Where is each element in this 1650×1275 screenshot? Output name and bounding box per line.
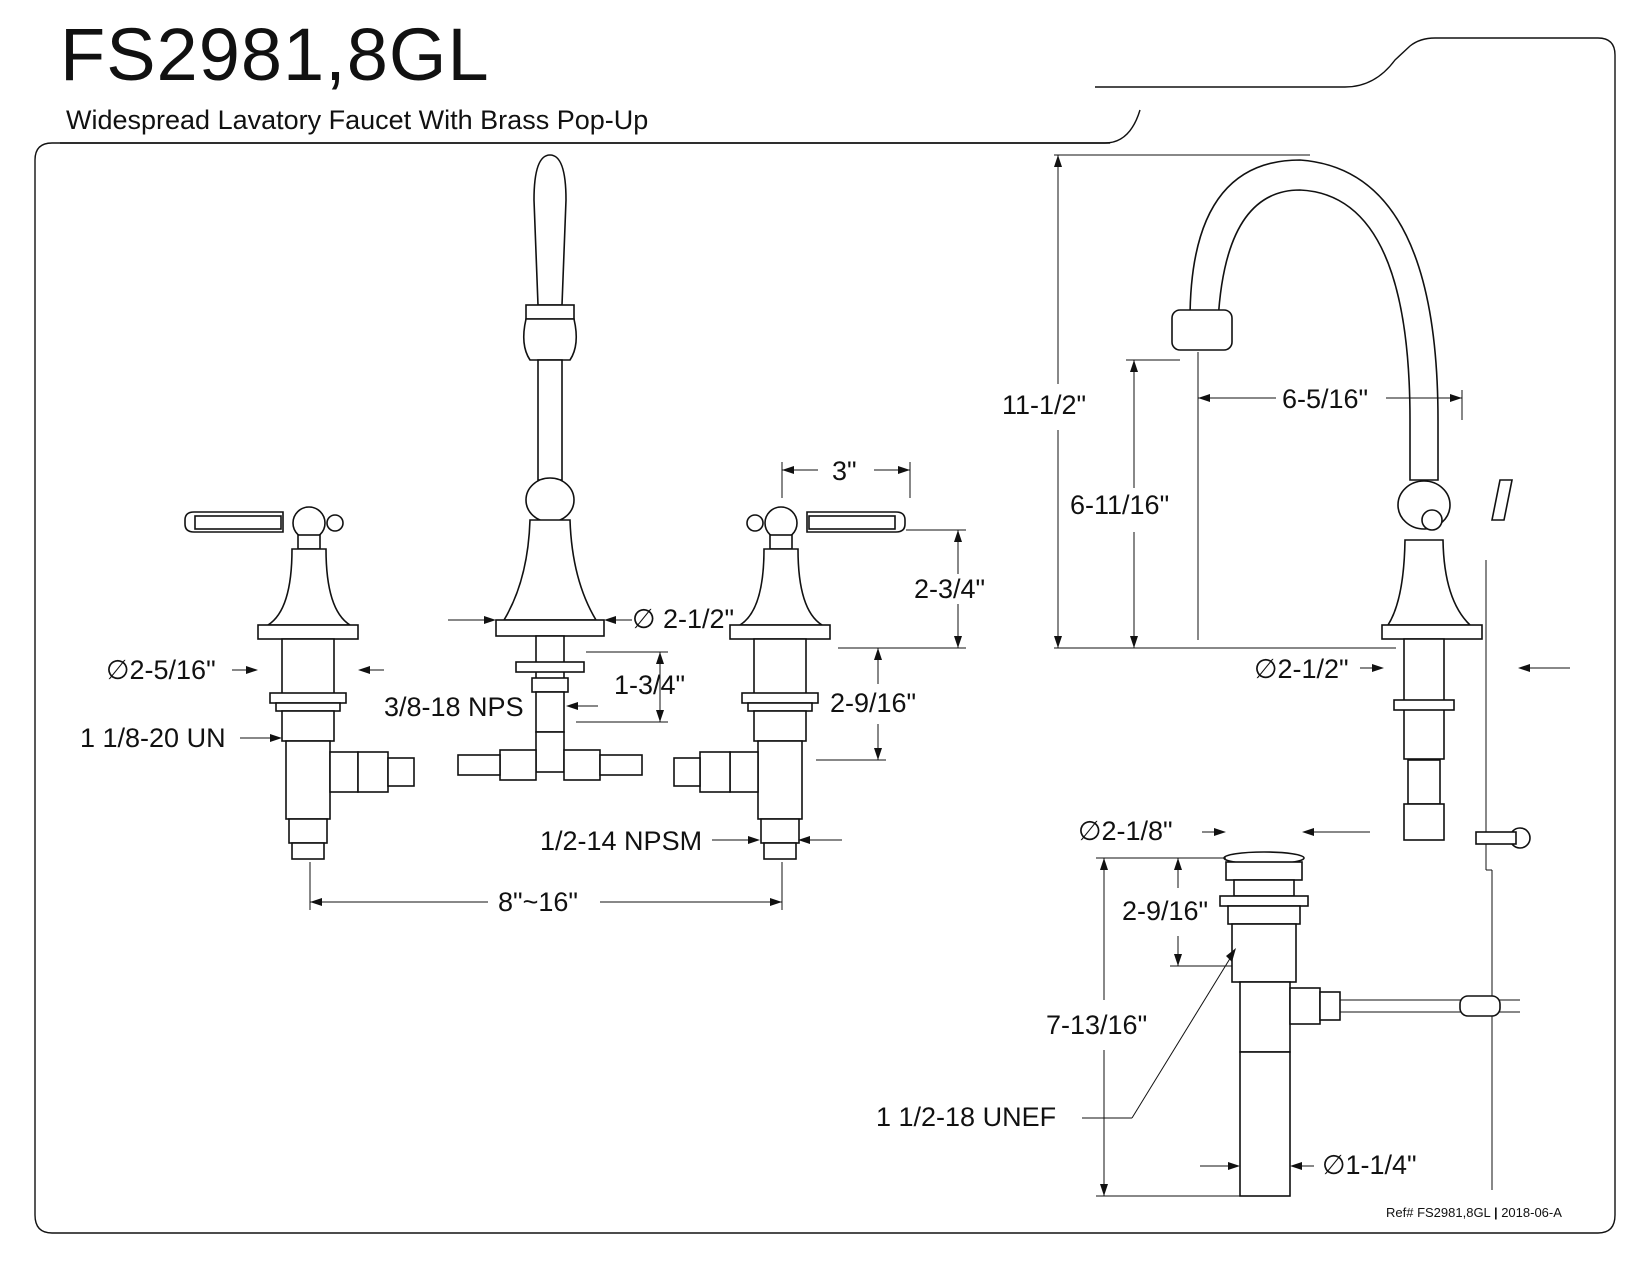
dim-side-flange-dia: ∅2-1/2" xyxy=(1254,654,1349,684)
dim-center-spread: 8"~16" xyxy=(498,887,578,917)
dim-handle-width: 3" xyxy=(832,456,857,486)
dim-overall-height: 11-1/2" xyxy=(1002,390,1087,420)
ref-separator: | xyxy=(1493,1205,1498,1220)
dim-drain-flange-dia: ∅2-1/8" xyxy=(1078,816,1173,846)
dim-handle-flange-dia: ∅2-5/16" xyxy=(106,655,216,685)
dim-drain-total-length: 7-13/16" xyxy=(1046,1010,1148,1040)
dim-tailpiece-dia: ∅1-1/4" xyxy=(1322,1150,1417,1180)
dim-spout-shank-length: 1-3/4" xyxy=(614,670,686,700)
dim-drain-top-length: 2-9/16" xyxy=(1122,896,1209,926)
ref-number: Ref# FS2981,8GL xyxy=(1386,1205,1491,1220)
reference-footer: Ref# FS2981,8GL | 2018-06-A xyxy=(1386,1206,1562,1219)
page-frame xyxy=(34,37,1616,1234)
side-view-faucet xyxy=(1171,159,1531,1190)
dim-spout-reach: 6-5/16" xyxy=(1282,384,1369,414)
dim-handle-shank-length: 2-9/16" xyxy=(830,688,917,718)
dim-spout-height: 6-11/16" xyxy=(1070,490,1170,520)
right-handle-assembly xyxy=(673,506,906,860)
dim-spout-flange-dia: ∅ 2-1/2" xyxy=(632,604,735,634)
dim-handle-height: 2-3/4" xyxy=(914,574,986,604)
pop-up-drain xyxy=(1219,851,1520,1197)
center-spout-assembly xyxy=(457,154,643,781)
dimension-lines xyxy=(232,154,1570,1197)
left-handle-assembly xyxy=(184,506,415,860)
ref-date: 2018-06-A xyxy=(1501,1205,1562,1220)
dim-drain-thread: 1 1/2-18 UNEF xyxy=(876,1102,1057,1132)
dim-handle-thread: 1 1/8-20 UN xyxy=(80,723,226,753)
model-number: FS2981,8GL xyxy=(60,13,490,96)
dim-spout-shank-thread: 3/8-18 NPS xyxy=(384,692,524,722)
product-description: Widespread Lavatory Faucet With Brass Po… xyxy=(66,105,649,135)
dim-supply-thread: 1/2-14 NPSM xyxy=(540,826,703,856)
